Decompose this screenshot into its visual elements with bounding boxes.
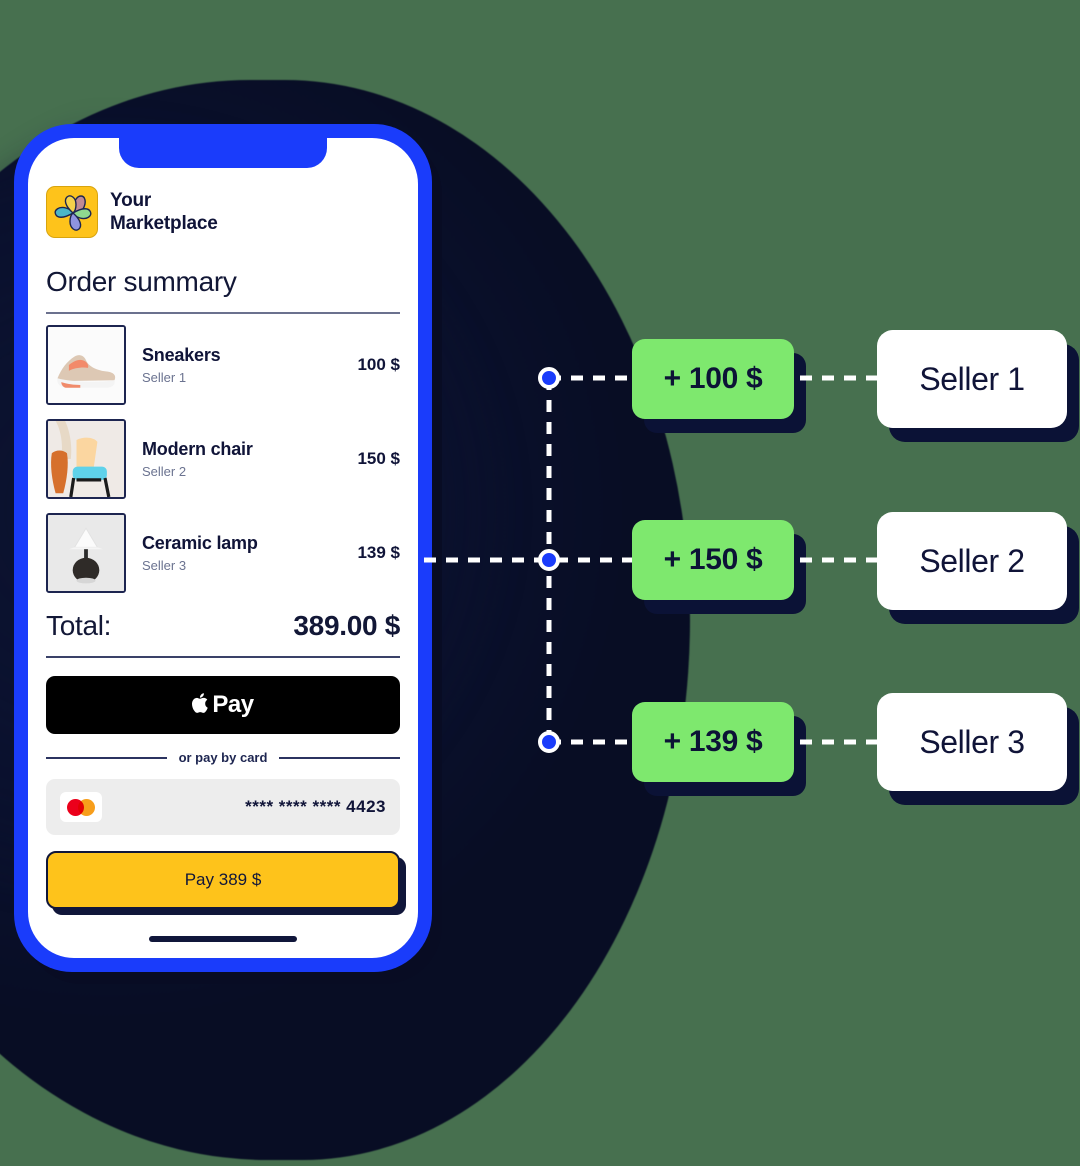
brand-name: Your Marketplace: [110, 189, 218, 235]
flow-node-2: [538, 549, 560, 571]
flow-node-1: [538, 367, 560, 389]
list-item[interactable]: Sneakers Seller 1 100 $: [46, 318, 400, 412]
home-indicator-bar: [149, 936, 297, 942]
flow-line-amount-to-seller-2: [800, 557, 884, 563]
phone-screen: Your Marketplace Order summary: [28, 138, 418, 958]
title-divider: [46, 312, 400, 314]
flow-line-phone-to-amount-2: [424, 557, 648, 563]
divider-line-left: [46, 756, 167, 759]
seller-card-1: Seller 1: [877, 330, 1067, 428]
item-name: Sneakers: [142, 345, 221, 365]
payment-section: Pay or pay by card **** **** **** 4423: [46, 656, 400, 909]
card-number-value: **** **** **** 4423: [245, 797, 386, 816]
total-value: 389.00 $: [293, 610, 400, 641]
item-price: 100 $: [357, 355, 400, 374]
seller-card-2: Seller 2: [877, 512, 1067, 610]
card-number-field[interactable]: **** **** **** 4423: [46, 779, 400, 835]
sneakers-thumbnail: [46, 325, 126, 405]
total-label: Total:: [46, 610, 112, 641]
or-pay-by-card-divider: or pay by card: [46, 750, 400, 765]
order-items-list: Sneakers Seller 1 100 $: [46, 318, 400, 600]
item-seller: Seller 3: [142, 558, 187, 573]
order-total: Total: 389.00 $: [46, 610, 400, 656]
item-price: 150 $: [357, 449, 400, 468]
pinwheel-logo-icon: [46, 186, 98, 238]
seller-card-3: Seller 3: [877, 693, 1067, 791]
chair-thumbnail: [46, 419, 126, 499]
brand-name-line2: Marketplace: [110, 213, 218, 234]
phone-notch: [119, 138, 327, 168]
item-seller: Seller 1: [142, 370, 187, 385]
flow-line-node-to-amount-1: [549, 375, 645, 381]
item-seller: Seller 2: [142, 464, 187, 479]
flow-line-amount-to-seller-3: [800, 739, 884, 745]
apple-pay-button[interactable]: Pay: [46, 676, 400, 734]
page-title: Order summary: [46, 266, 237, 297]
amount-chip-3: + 139 $: [632, 702, 794, 782]
payout-flow-diagram: + 100 $ Seller 1 + 150 $ Seller 2 + 139 …: [424, 330, 1067, 791]
divider-line-right: [279, 756, 400, 759]
item-name: Ceramic lamp: [142, 533, 258, 553]
amount-chip-2: + 150 $: [632, 520, 794, 600]
item-name: Modern chair: [142, 439, 253, 459]
flow-line-node-to-amount-3: [549, 739, 645, 745]
divider-label: or pay by card: [178, 750, 268, 765]
item-price: 139 $: [357, 543, 400, 562]
list-item[interactable]: Modern chair Seller 2 150 $: [46, 412, 400, 506]
brand-header: Your Marketplace: [46, 186, 400, 238]
stage: Your Marketplace Order summary: [0, 0, 1080, 1121]
mastercard-icon: [60, 792, 102, 822]
amount-chip-1: + 100 $: [632, 339, 794, 419]
phone-frame: Your Marketplace Order summary: [14, 124, 432, 972]
apple-pay-label: Pay: [212, 691, 254, 718]
pay-button[interactable]: Pay 389 $: [46, 851, 400, 909]
brand-name-line1: Your: [110, 189, 152, 211]
list-item[interactable]: Ceramic lamp Seller 3 139 $: [46, 506, 400, 600]
phone-mockup: Your Marketplace Order summary: [14, 124, 432, 972]
apple-logo-icon: [192, 692, 210, 719]
flow-line-amount-to-seller-1: [800, 375, 884, 381]
flow-node-3: [538, 731, 560, 753]
lamp-thumbnail: [46, 513, 126, 593]
